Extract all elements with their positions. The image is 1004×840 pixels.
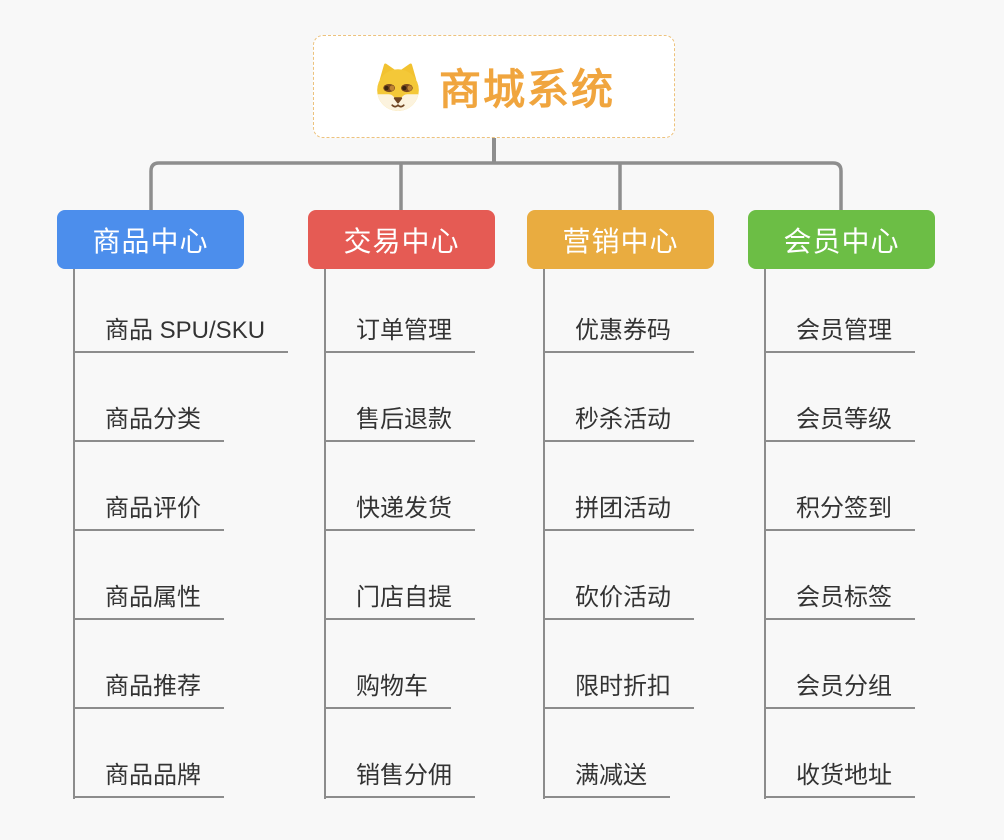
leaf-node[interactable]: 购物车 [324,672,451,709]
leaf-node[interactable]: 秒杀活动 [543,405,694,442]
leaf-node[interactable]: 会员等级 [764,405,915,442]
branch-column-member-center: 会员管理 会员等级 积分签到 会员标签 会员分组 收货地址 [764,269,1004,809]
leaf-node[interactable]: 商品属性 [73,583,224,620]
leaf-node[interactable]: 砍价活动 [543,583,694,620]
branch-trunk-line [73,269,75,799]
leaf-node[interactable]: 会员标签 [764,583,915,620]
leaf-node[interactable]: 售后退款 [324,405,475,442]
leaf-node[interactable]: 商品 SPU/SKU [73,316,289,353]
leaf-node[interactable]: 快递发货 [324,494,475,531]
leaf-node[interactable]: 商品品牌 [73,761,224,798]
branch-trunk-line [543,269,545,799]
branch-node-label: 会员中心 [783,225,900,257]
leaf-node[interactable]: 会员管理 [764,316,915,353]
leaf-node[interactable]: 满减送 [543,761,670,798]
root-node-mall-system[interactable]: 商城系统 [313,35,675,138]
leaf-node[interactable]: 会员分组 [764,672,915,709]
leaf-node[interactable]: 收货地址 [764,761,915,798]
root-node-label: 商城系统 [438,66,615,113]
leaf-node[interactable]: 限时折扣 [543,672,694,709]
leaf-node[interactable]: 商品分类 [73,405,224,442]
branch-column-product-center: 商品 SPU/SKU 商品分类 商品评价 商品属性 商品推荐 商品品牌 [73,269,323,809]
leaf-node[interactable]: 商品评价 [73,494,224,531]
branch-node-label: 营销中心 [562,225,679,257]
branch-node-label: 交易中心 [343,225,460,257]
branch-trunk-line [324,269,326,799]
branch-node-member-center[interactable]: 会员中心 [748,210,935,269]
branch-node-trade-center[interactable]: 交易中心 [308,210,495,269]
branch-trunk-line [764,269,766,799]
dog-face-icon [377,63,419,111]
branch-node-product-center[interactable]: 商品中心 [57,210,244,269]
leaf-node[interactable]: 商品推荐 [73,672,224,709]
branch-column-marketing-center: 优惠券码 秒杀活动 拼团活动 砍价活动 限时折扣 满减送 [543,269,793,809]
leaf-node[interactable]: 门店自提 [324,583,475,620]
branch-node-marketing-center[interactable]: 营销中心 [527,210,714,269]
leaf-node[interactable]: 积分签到 [764,494,915,531]
branch-node-label: 商品中心 [92,225,209,257]
leaf-node[interactable]: 订单管理 [324,316,475,353]
leaf-node[interactable]: 销售分佣 [324,761,475,798]
leaf-node[interactable]: 优惠券码 [543,316,694,353]
leaf-node[interactable]: 拼团活动 [543,494,694,531]
branch-column-trade-center: 订单管理 售后退款 快递发货 门店自提 购物车 销售分佣 [324,269,574,809]
